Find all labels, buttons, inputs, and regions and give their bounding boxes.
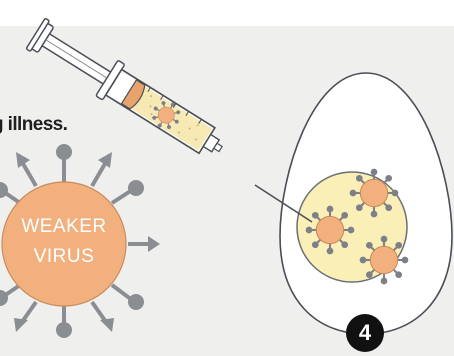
step-number-badge: 4 (346, 314, 384, 352)
syringe-icon (25, 16, 232, 167)
caption-text: g illness. (0, 114, 67, 136)
virus-label-line-1: WEAKER (10, 216, 118, 238)
virus-label-line-2: VIRUS (10, 246, 118, 268)
virus-icon (0, 146, 160, 336)
